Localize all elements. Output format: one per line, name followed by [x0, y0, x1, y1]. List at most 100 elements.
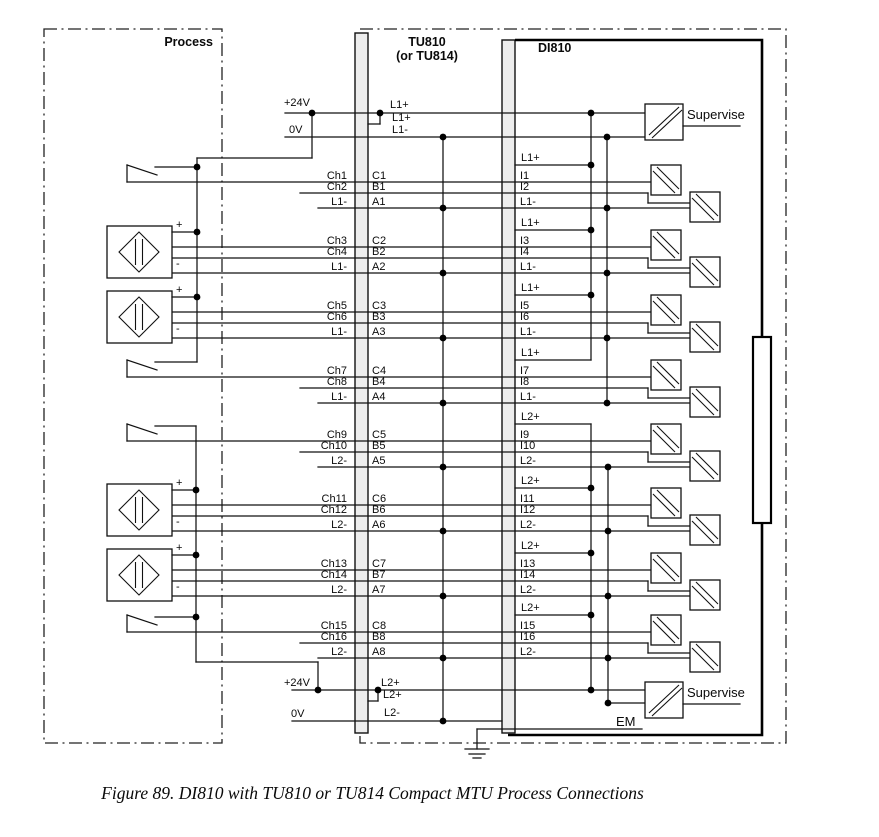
input-diagonal	[691, 262, 715, 286]
junction-dot	[604, 527, 612, 535]
supply-label: L1+	[392, 112, 411, 124]
polarity-minus-label: -	[176, 581, 180, 593]
input-return-label: L1-	[520, 326, 536, 338]
input-diagonal	[652, 235, 676, 259]
supervise-isolator-icon	[644, 681, 741, 719]
input-return-label: L2-	[520, 519, 536, 531]
input-box	[650, 294, 682, 326]
sensor-diamond	[118, 231, 160, 273]
terminal-label: A1	[372, 196, 385, 208]
junction-dot	[603, 133, 611, 141]
backplane-connector	[751, 335, 773, 525]
di-supply-label: L2+	[521, 602, 540, 614]
supply-label: L2+	[383, 689, 402, 701]
junction-dot	[439, 463, 447, 471]
process-title: Process	[164, 35, 213, 49]
earth-ground-icon	[464, 728, 490, 759]
di-supply-label: L1+	[521, 217, 540, 229]
input-diagonal	[656, 489, 680, 513]
supply-label: 0V	[291, 708, 305, 720]
supervise-box	[644, 103, 684, 141]
switch-contact-icon	[126, 359, 198, 378]
optocoupler-icon	[689, 256, 721, 288]
terminal-label: B2	[372, 246, 385, 258]
junction-dot	[603, 399, 611, 407]
junction-dot	[604, 463, 612, 471]
channel-return-label: L2-	[331, 646, 347, 658]
channel-group	[171, 552, 691, 597]
input-label: I11	[520, 493, 534, 505]
channel-group	[171, 229, 691, 274]
input-label: I1	[520, 170, 529, 182]
input-label: I3	[520, 235, 529, 247]
input-label: I5	[520, 300, 529, 312]
input-return-label: L2-	[520, 584, 536, 596]
terminal-label: C7	[372, 558, 386, 570]
terminal-label: C6	[372, 493, 386, 505]
optocoupler-icon	[650, 294, 682, 326]
supply-label: +24V	[284, 677, 311, 689]
junction-dot	[587, 484, 595, 492]
input-diagonal	[652, 300, 676, 324]
input-label: I7	[520, 365, 529, 377]
terminal-label: A8	[372, 646, 385, 658]
supply-label: 0V	[289, 124, 303, 136]
wires	[126, 112, 691, 730]
optocoupler-icon	[650, 423, 682, 455]
input-diagonal	[652, 365, 676, 389]
optocoupler-icon	[689, 514, 721, 546]
junction-dot	[587, 161, 595, 169]
input-box	[650, 423, 682, 455]
supply-label: L2+	[381, 677, 400, 689]
junction-dot	[439, 204, 447, 212]
channel-label: Ch15	[321, 620, 347, 632]
input-diagonal	[695, 193, 719, 217]
junction-dot	[604, 699, 612, 707]
input-label: I13	[520, 558, 535, 570]
sensor-diamond	[118, 296, 160, 338]
terminal-label: C5	[372, 429, 386, 441]
junction-dot	[314, 686, 322, 694]
input-diagonal	[656, 231, 680, 255]
terminal-label: B8	[372, 631, 385, 643]
channel-return-label: L2-	[331, 584, 347, 596]
optocoupler-icon	[689, 641, 721, 673]
sensor-box	[106, 548, 173, 602]
input-diagonal	[691, 647, 715, 671]
terminal-label: B4	[372, 376, 385, 388]
junction-dot	[192, 486, 200, 494]
channel-label: Ch6	[327, 311, 347, 323]
di-supply-label: L2+	[521, 540, 540, 552]
input-diagonal	[691, 197, 715, 221]
input-label: I9	[520, 429, 529, 441]
input-box	[650, 487, 682, 519]
switch-contact-icon	[126, 164, 198, 183]
input-diagonal	[652, 493, 676, 517]
di810-strip	[501, 39, 516, 734]
terminal-label: A4	[372, 391, 385, 403]
em-label: EM	[616, 714, 636, 729]
input-box	[689, 514, 721, 546]
input-diagonal	[695, 323, 719, 347]
polarity-minus-label: -	[176, 258, 180, 270]
switch-contact-icon	[126, 614, 197, 633]
junction-dot	[603, 204, 611, 212]
supply-label: L2-	[384, 707, 400, 719]
input-box	[650, 229, 682, 261]
junction-dot	[603, 334, 611, 342]
junction-dot	[439, 133, 447, 141]
input-box	[689, 450, 721, 482]
devices	[106, 103, 741, 759]
input-diagonal	[652, 620, 676, 644]
optocoupler-icon	[650, 487, 682, 519]
supply-label: L1+	[390, 99, 409, 111]
input-diagonal	[656, 425, 680, 449]
channel-return-label: L2-	[331, 519, 347, 531]
optocoupler-icon	[689, 386, 721, 418]
junction-dot	[604, 592, 612, 600]
junction-dot	[439, 717, 447, 725]
channel-label: Ch12	[321, 504, 347, 516]
channel-label: Ch7	[327, 365, 347, 377]
channel-return-label: L1-	[331, 196, 347, 208]
